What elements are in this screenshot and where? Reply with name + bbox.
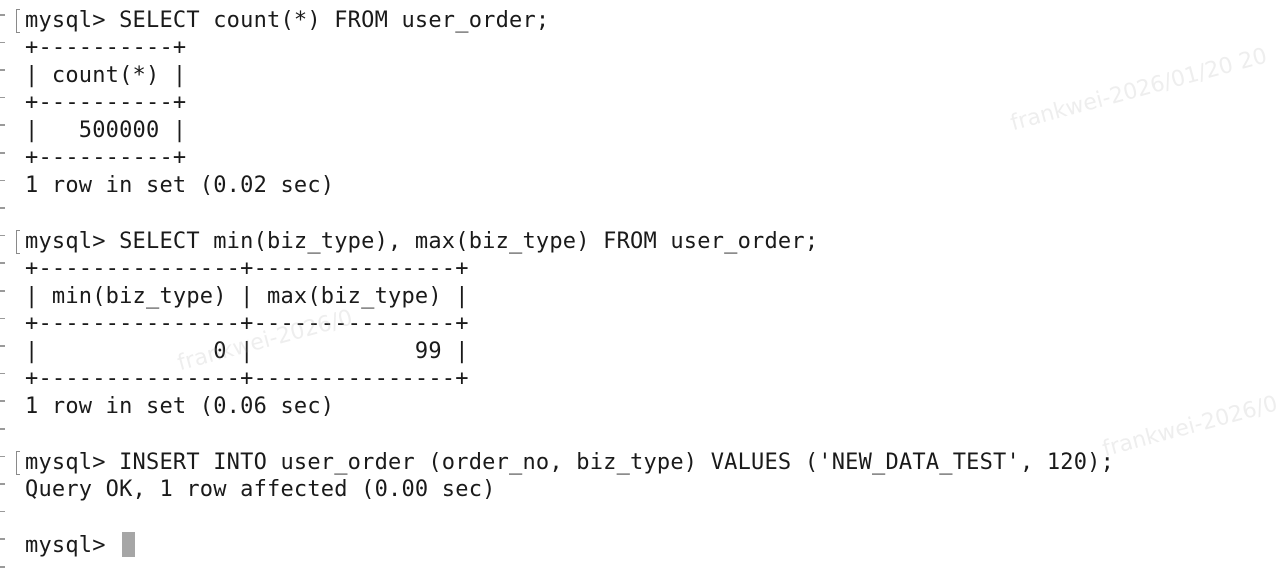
command-line: mysql> SELECT min(biz_type), max(biz_typ… [25,229,819,254]
prompt-marker [16,451,20,475]
edge-tick [0,483,5,485]
edge-tick [0,345,5,347]
prompt-line[interactable]: mysql> [25,533,120,558]
edge-tick [0,14,5,16]
edge-tick [0,179,5,182]
scrollback-edge-marks [0,0,6,574]
result-status-line: Query OK, 1 row affected (0.00 sec) [25,477,496,502]
table-border: +---------------+---------------+ [25,311,469,336]
table-border: +----------+ [25,145,187,170]
watermark-text: frankwei-2026/01/20 20 [1008,43,1270,137]
edge-tick [0,566,5,568]
edge-tick [0,207,5,209]
edge-tick [0,290,5,292]
table-border: +----------+ [25,35,187,60]
edge-tick [0,152,5,154]
edge-tick [0,510,5,513]
text-cursor [122,532,135,557]
result-status-line: 1 row in set (0.02 sec) [25,173,335,198]
table-border: +---------------+---------------+ [25,256,469,281]
prompt-marker [16,9,20,33]
table-header-row: | min(biz_type) | max(biz_type) | [25,284,469,309]
table-border: +----------+ [25,90,187,115]
prompt-marker [16,230,20,254]
command-line: mysql> SELECT count(*) FROM user_order; [25,8,550,33]
watermark-text: frankwei-2026/0 [1100,391,1280,463]
edge-tick [0,124,5,126]
edge-tick [0,538,5,540]
edge-tick [0,400,5,402]
table-row: | 0 | 99 | [25,339,469,364]
table-header-row: | count(*) | [25,63,187,88]
edge-tick [0,372,5,375]
result-status-line: 1 row in set (0.06 sec) [25,394,335,419]
command-line: mysql> INSERT INTO user_order (order_no,… [25,450,1115,475]
table-row: | 500000 | [25,118,187,143]
edge-tick [0,317,5,320]
edge-tick [0,234,5,237]
edge-tick [0,262,5,264]
edge-tick [0,41,5,44]
table-border: +---------------+---------------+ [25,366,469,391]
edge-tick [0,428,5,430]
edge-tick [0,96,5,99]
edge-tick [0,69,5,71]
edge-tick [0,455,5,458]
